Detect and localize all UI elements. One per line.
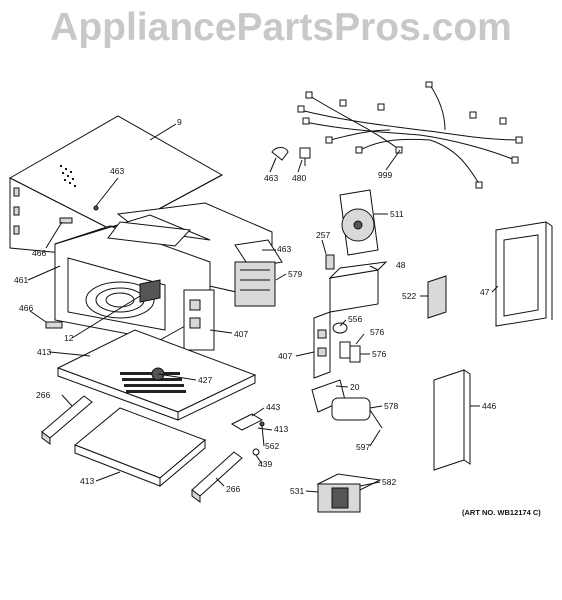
callout-413-c: 413: [274, 424, 288, 434]
callout-579: 579: [288, 269, 302, 279]
callout-576-a: 576: [370, 327, 384, 337]
sensor-part: [299, 147, 311, 166]
bracket-part-443: [230, 413, 264, 431]
callout-531: 531: [290, 486, 304, 496]
callout-407-a: 407: [234, 329, 248, 339]
side-panel-part: [495, 221, 553, 327]
callout-576-b: 576: [372, 349, 386, 359]
watermark: AppliancePartsPros.com: [50, 6, 512, 49]
screw-part-562: [259, 421, 265, 427]
drip-tray-part: [74, 407, 206, 488]
oven-cavity-part: [54, 202, 273, 351]
callout-266-a: 266: [36, 390, 50, 400]
callout-439: 439: [258, 459, 272, 469]
callout-556: 556: [348, 314, 362, 324]
fan-motor-part: [339, 189, 379, 256]
washer-part-439: [252, 448, 260, 456]
switch-part-a: [339, 341, 351, 359]
callout-266-b: 266: [226, 484, 240, 494]
side-rail-part: [41, 395, 243, 503]
callout-12: 12: [64, 333, 74, 343]
callout-597: 597: [356, 442, 370, 452]
callout-463-c: 463: [264, 173, 278, 183]
callout-582: 582: [382, 477, 396, 487]
callout-20: 20: [350, 382, 360, 392]
callout-511: 511: [390, 209, 404, 219]
callout-562: 562: [265, 441, 279, 451]
callout-257: 257: [316, 230, 330, 240]
leader-lines: [27, 123, 499, 493]
rear-bracket-part: [433, 369, 471, 471]
callout-999: 999: [378, 170, 392, 180]
callout-480: 480: [292, 173, 306, 183]
callout-48: 48: [396, 260, 406, 270]
fuse-part: [325, 254, 335, 270]
screw-part: [93, 205, 99, 211]
base-plate-part: [56, 329, 257, 421]
callout-407-b: 407: [278, 351, 292, 361]
filter-part: [427, 275, 447, 319]
callout-463-a: 463: [110, 166, 124, 176]
callout-413-b: 413: [80, 476, 94, 486]
transformer-part: [234, 239, 283, 307]
callout-446: 446: [482, 401, 496, 411]
callout-443: 443: [266, 402, 280, 412]
callout-578: 578: [384, 401, 398, 411]
callout-413-a: 413: [37, 347, 51, 357]
capacitor-part: [331, 397, 383, 429]
callout-522: 522: [402, 291, 416, 301]
callout-427: 427: [198, 375, 212, 385]
art-number: (ART NO. WB12174 C): [462, 508, 541, 517]
wire-harness-part: [297, 81, 523, 189]
air-guide-part: [328, 261, 388, 313]
switch-bracket-part: [313, 311, 331, 379]
callout-9: 9: [177, 117, 182, 127]
switch-part-b: [349, 345, 361, 363]
clip-part: [59, 217, 73, 224]
callout-466-a: 466: [32, 248, 46, 258]
hv-transformer-part: [316, 473, 382, 513]
callout-466-b: 466: [19, 303, 33, 313]
callout-labels: 9 463 466 461 466 12 413 266 413 266 427…: [14, 117, 496, 496]
latch-part: [45, 321, 63, 329]
thermostat-part: [271, 147, 289, 161]
switch-button-part: [332, 322, 348, 334]
callout-461: 461: [14, 275, 28, 285]
callout-47: 47: [480, 287, 490, 297]
callout-463-b: 463: [277, 244, 291, 254]
